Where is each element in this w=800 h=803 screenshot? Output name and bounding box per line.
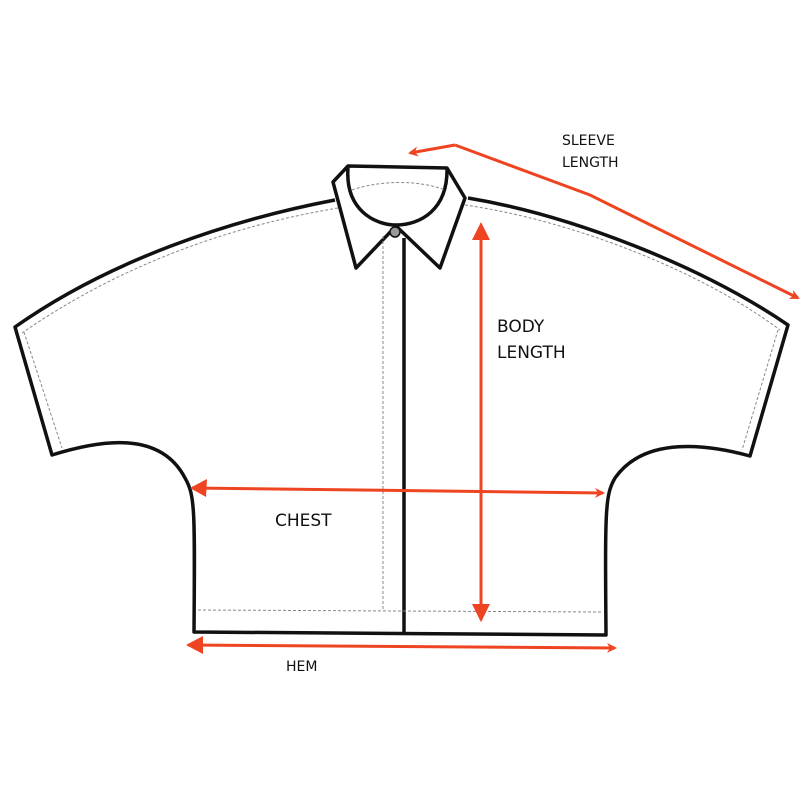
stitching <box>21 182 781 613</box>
sleeve-length-arrow-start <box>408 143 456 157</box>
hem-arrow <box>187 642 617 653</box>
shirt-outline <box>13 164 790 637</box>
body-label-line1: BODY <box>497 317 545 337</box>
measurement-arrows <box>187 143 800 653</box>
sleeve-length-arrow <box>454 143 800 300</box>
sleeve-label-line2: LENGTH <box>562 155 619 171</box>
hem-label: HEM <box>286 659 318 675</box>
body-length-label: BODY LENGTH <box>497 314 566 366</box>
body-label-line2: LENGTH <box>497 343 566 363</box>
chest-label: CHEST <box>275 511 332 531</box>
chest-arrow <box>191 486 605 498</box>
sleeve-length-label: SLEEVE LENGTH <box>562 130 619 174</box>
arrow-heads <box>186 222 490 654</box>
sleeve-label-line1: SLEEVE <box>562 133 615 149</box>
button-icon <box>389 226 401 238</box>
